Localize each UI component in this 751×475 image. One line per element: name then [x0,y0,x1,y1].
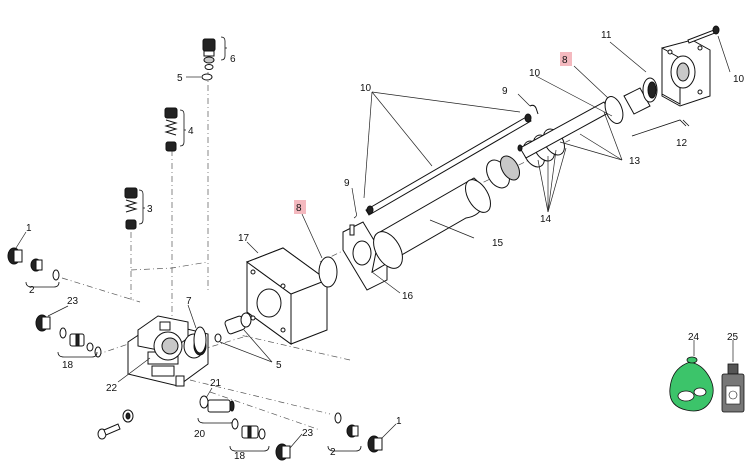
label-2-top[interactable]: 2 [29,285,35,296]
part-5-oring-a[interactable] [214,333,222,343]
part-6-valve[interactable] [202,38,216,70]
label-7[interactable]: 7 [186,296,192,307]
part-7-oring[interactable] [193,326,207,354]
label-13[interactable]: 13 [629,156,641,167]
part-2-fitting-top[interactable] [30,258,60,281]
label-5-top[interactable]: 5 [177,73,183,84]
part-16-end-plate[interactable] [342,221,388,291]
mounting-screw[interactable] [97,409,134,440]
part-18-check-valve-left[interactable] [59,327,102,358]
part-2-fitting-bottom[interactable] [334,412,359,438]
label-12[interactable]: 12 [676,138,688,149]
label-6[interactable]: 6 [230,54,236,65]
label-14[interactable]: 14 [540,214,552,225]
callout-labels: 1 2 3 4 5 5 6 7 8 8 9 9 10 10 10 11 12 1… [26,30,745,462]
label-5-lower[interactable]: 5 [276,360,282,371]
part-5-oring-top[interactable] [201,73,213,81]
label-15[interactable]: 15 [492,238,504,249]
part-22-pump-head[interactable] [127,315,209,387]
label-18-right[interactable]: 18 [234,451,246,462]
label-8-lower[interactable]: 8 [296,203,302,214]
label-16[interactable]: 16 [402,291,414,302]
part-9-pin-upper[interactable] [529,104,539,115]
label-23-right[interactable]: 23 [302,428,314,439]
part-9-pin-lower[interactable] [351,187,358,219]
highlight-8-upper [560,52,572,66]
label-9-upper[interactable]: 9 [502,86,508,97]
label-18-left[interactable]: 18 [62,360,74,371]
label-4[interactable]: 4 [188,126,194,137]
label-21[interactable]: 21 [210,378,222,389]
part-12-end-cap[interactable] [661,39,711,107]
part-10-tie-rod[interactable] [365,113,532,216]
part-4-valve[interactable] [164,107,178,152]
part-8-oring-upper[interactable] [602,94,627,126]
label-20[interactable]: 20 [194,429,206,440]
label-1-top[interactable]: 1 [26,223,32,234]
part-5-plunger[interactable] [224,312,252,335]
label-10-rods[interactable]: 10 [360,83,372,94]
part-23-plug-right[interactable] [275,443,291,461]
part-11-bushing[interactable] [623,77,658,115]
label-17[interactable]: 17 [238,233,250,244]
label-22[interactable]: 22 [106,383,118,394]
label-10-bolt[interactable]: 10 [733,74,745,85]
label-25[interactable]: 25 [727,332,739,343]
label-9-lower[interactable]: 9 [344,178,350,189]
part-23-plug-left[interactable] [35,314,51,332]
label-1-bottom[interactable]: 1 [396,416,402,427]
label-8-upper[interactable]: 8 [562,55,568,66]
grease-bottle-icon[interactable] [721,363,745,413]
part-1-fitting-bottom[interactable] [367,435,383,453]
label-11[interactable]: 11 [601,30,612,41]
part-10-bolt[interactable] [687,25,720,44]
label-23-left[interactable]: 23 [67,296,79,307]
seal-kit-bag-icon[interactable] [669,356,714,412]
part-17-housing[interactable] [245,247,329,345]
label-24[interactable]: 24 [688,332,700,343]
part-3-valve[interactable] [124,187,138,230]
part-8-oring-lower[interactable] [318,256,338,288]
part-21-fitting[interactable] [199,395,235,413]
part-18-check-valve-right[interactable] [231,418,266,440]
label-2-bottom[interactable]: 2 [330,447,336,458]
part-1-fitting-top[interactable] [7,247,23,265]
highlight-8-lower [294,200,306,214]
label-3[interactable]: 3 [147,204,153,215]
label-10-mid[interactable]: 10 [529,68,541,79]
part-15-cylinder[interactable] [368,175,496,273]
